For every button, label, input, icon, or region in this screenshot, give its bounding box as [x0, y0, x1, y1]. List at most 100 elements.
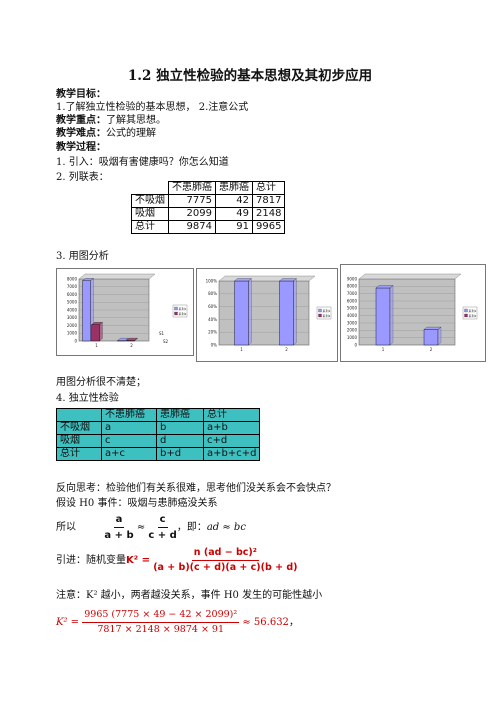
table-cell: c [101, 434, 157, 448]
y-tick-label: 1000 [347, 335, 358, 340]
table-cell: a+b [202, 421, 261, 435]
x-tick-label: 1 [95, 343, 98, 348]
table-cell: 2099 [168, 207, 216, 221]
row-label: 总计 [131, 220, 169, 234]
general-contingency-table: 不患肺癌 患肺癌 总计 不吸烟 a b a+b 吸烟 c d c+d 总计 a+… [56, 408, 261, 461]
legend-label: 系列1 [469, 308, 477, 313]
legend-swatch [464, 308, 468, 313]
legend-label: 系列2 [469, 313, 477, 318]
table-cell: a+b+c+d [202, 447, 261, 461]
goal-label-line: 教学目标： [56, 88, 106, 101]
bar [234, 280, 249, 346]
y-tick-label: 0% [211, 342, 218, 347]
step-4: 4. 独立性检验 [56, 393, 119, 404]
legend-swatch [174, 306, 178, 311]
table-header-row: 不患肺癌 患肺癌 总计 [56, 408, 261, 422]
plot-back-wall [358, 273, 462, 280]
table-cell: 2148 [251, 207, 286, 221]
row-label: 不吸烟 [131, 194, 169, 208]
table-cell: d [156, 434, 204, 448]
y-tick-label: 60% [208, 304, 217, 309]
table-row: 吸烟 c d c+d [56, 434, 261, 448]
legend-swatch [318, 308, 322, 313]
legend-label: 系列2 [323, 313, 331, 318]
bar-side [125, 337, 129, 342]
calc-fraction: 9965 (7775 × 49 − 42 × 2099)² 7817 × 214… [82, 608, 240, 637]
plot-back-wall [218, 275, 316, 282]
row-label: 总计 [56, 447, 102, 461]
table-cell: b+d [156, 447, 204, 461]
y-tick-label: 2000 [347, 328, 358, 333]
legend-label: 系列1 [323, 308, 331, 313]
y-tick-label: 8000 [67, 276, 78, 281]
y-tick-label: 3000 [347, 320, 358, 325]
bar-side [99, 321, 103, 342]
table-header-row: 不患肺癌 患肺癌 总计 [131, 181, 286, 195]
fraction-a: a a + b [104, 512, 133, 543]
y-tick-label: 8000 [347, 284, 358, 289]
table-header: 不患肺癌 [101, 408, 157, 422]
bar [279, 280, 294, 346]
fraction-c: c c + d [148, 512, 176, 543]
y-tick-label: 40% [208, 317, 217, 322]
y-tick-label: 4000 [67, 307, 78, 312]
calc-lhs: K² = [56, 617, 80, 628]
depth-label: S1 [159, 331, 165, 336]
calc-line: K² = 9965 (7775 × 49 − 42 × 2099)² 7817 … [56, 608, 299, 637]
y-tick-label: 7000 [347, 291, 358, 296]
reverse-thinking: 反向思考：检验他们有关系很难，思考他们没关系会不会快点？ [56, 483, 336, 494]
so-label: 所以 [56, 522, 76, 533]
legend-swatch [318, 313, 322, 318]
page-title: 1.2 独立性检验的基本思想及其初步应用 [127, 68, 373, 84]
legend-swatch [464, 313, 468, 318]
bar-side [437, 326, 442, 346]
diff-line: 教学难点：公式的理解 [56, 127, 156, 140]
y-tick-label: 9000 [347, 276, 358, 281]
hypothesis: 假设 H0 事件：吸烟与患肺癌没关系 [56, 498, 218, 509]
diff-text: 公式的理解 [106, 128, 156, 139]
table-row: 吸烟 2099 49 2148 [131, 207, 286, 221]
process-label: 教学过程： [56, 142, 106, 153]
row-label: 吸烟 [131, 207, 169, 221]
k2-definition-line: 引进：随机变量K² = n (ad − bc)² (a + b)(c + d)(… [56, 546, 298, 575]
calc-numerator: 9965 (7775 × 49 − 42 × 2099)² [82, 608, 240, 623]
y-tick-label: 6000 [67, 292, 78, 297]
y-tick-label: 0 [74, 338, 77, 343]
table-cell: c+d [202, 434, 261, 448]
calc-denominator: 7817 × 2148 × 9874 × 91 [97, 624, 225, 635]
k2-denominator: (a + b)(c + d)(a + c)(b + d) [153, 562, 298, 573]
fraction-a-numerator: a [113, 512, 125, 528]
table-row: 不吸烟 7775 42 7817 [131, 194, 286, 208]
row-label: 不吸烟 [56, 421, 102, 435]
key-line: 教学重点：了解其思想。 [56, 114, 166, 127]
legend-swatch [174, 311, 178, 316]
step-1: 1. 引入：吸烟有害健康吗？你怎么知道 [56, 157, 229, 168]
key-text: 了解其思想。 [106, 115, 166, 126]
approx-sign: ≈ [136, 522, 146, 533]
y-tick-label: 5000 [67, 300, 78, 305]
x-tick-label: 2 [430, 347, 433, 352]
x-tick-label: 1 [240, 347, 243, 352]
table-cell: a [101, 421, 157, 435]
y-tick-label: 5000 [347, 306, 358, 311]
bar [423, 329, 439, 346]
table-cell: b [156, 421, 204, 435]
table-header: 不患肺癌 [168, 181, 216, 195]
table-cell: 7817 [251, 194, 286, 208]
calc-result: ≈ 56.632 [242, 617, 289, 628]
k2-fraction: n (ad − bc)² (a + b)(c + d)(a + c)(b + d… [153, 546, 297, 575]
intro-label: 引进：随机变量 [56, 555, 126, 566]
y-tick-label: 6000 [347, 298, 358, 303]
fraction-a-denominator: a + b [104, 530, 134, 541]
table-cell: 49 [215, 207, 253, 221]
k2-symbol: K² = [126, 555, 150, 566]
bar-side [248, 278, 252, 346]
bar-side [134, 337, 138, 342]
x-tick-label: 1 [382, 347, 385, 352]
contingency-table: 不患肺癌 患肺癌 总计 不吸烟 7775 42 7817 吸烟 2099 49 … [131, 181, 286, 234]
y-tick-label: 7000 [67, 284, 78, 289]
